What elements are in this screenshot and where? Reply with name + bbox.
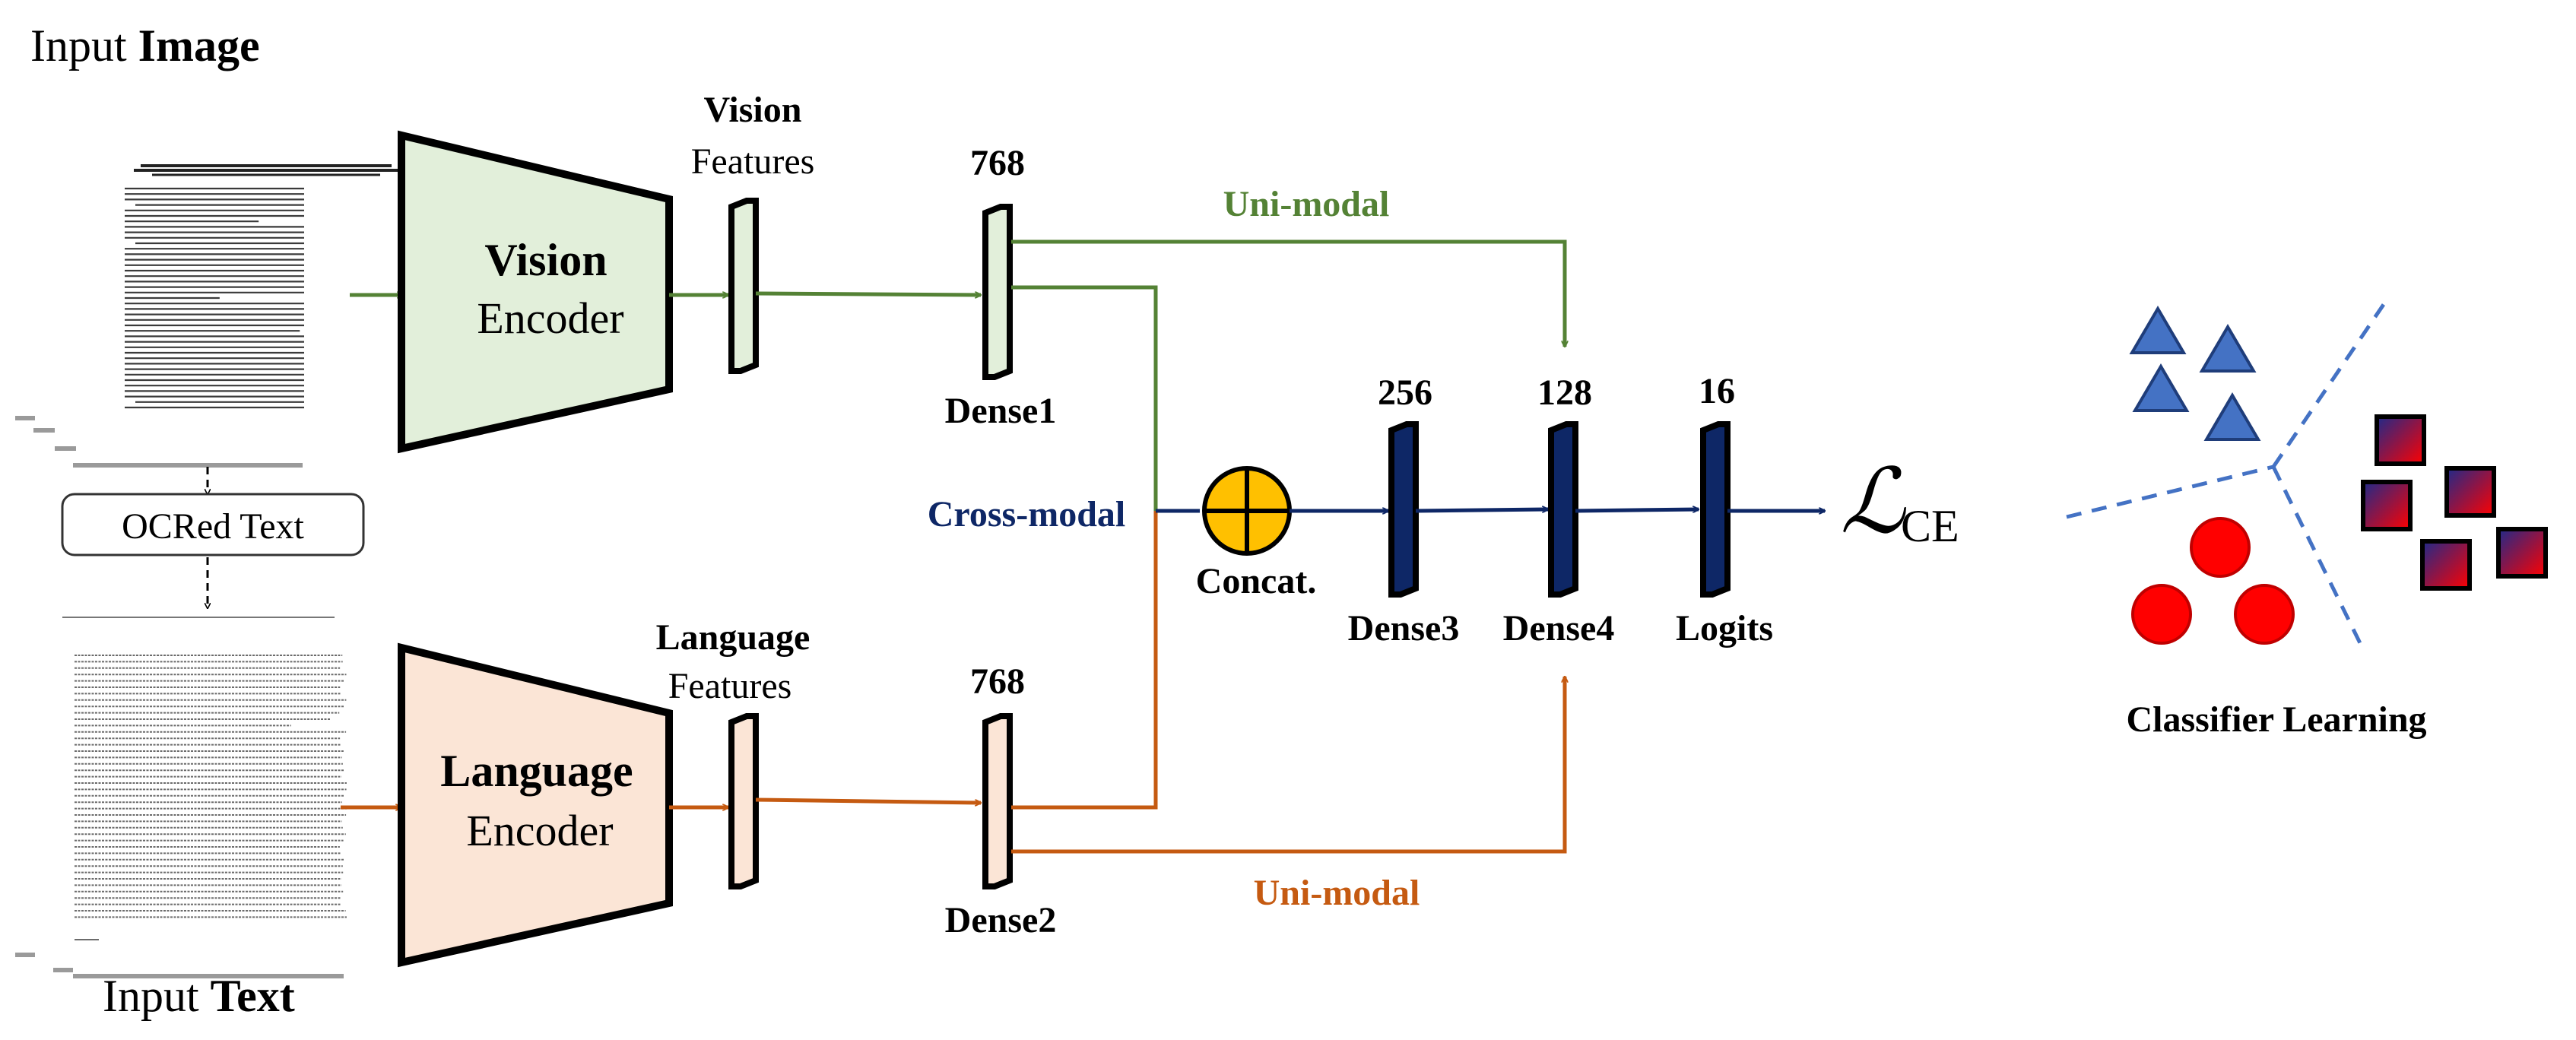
- dense1-layer: [982, 204, 1013, 380]
- vision-features-title: Vision: [704, 90, 802, 130]
- concat-operator: [1202, 466, 1292, 556]
- dense4-to-logits-arrow: [1575, 509, 1699, 511]
- input-document-image: [125, 164, 398, 409]
- triangle-icon: [2132, 363, 2190, 412]
- triangle-icon: [2129, 306, 2187, 354]
- dense2-label: Dense2: [945, 900, 1057, 940]
- triangle-icon: [2199, 324, 2257, 373]
- square-icon: [2420, 539, 2472, 591]
- circle-icon: [2190, 517, 2251, 578]
- dense1-to-concat-path: [1011, 285, 1158, 511]
- vision-features-subtitle: Features: [691, 141, 815, 182]
- dense2-layer: [982, 713, 1013, 889]
- vision-features-block: [728, 198, 759, 374]
- language-encoder: [398, 642, 673, 968]
- input-ocr-text-document: [62, 617, 347, 940]
- vision-encoder-title: Vision: [484, 235, 607, 285]
- language-encoder-subtitle: Encoder: [466, 806, 613, 855]
- input-image-title: Input Image: [30, 21, 260, 71]
- language-features-block: [728, 713, 759, 889]
- classifier-learning-label: Classifier Learning: [2126, 699, 2426, 740]
- dense3-size: 256: [1378, 373, 1432, 413]
- ocr-text-label: OCRed Text: [122, 506, 304, 547]
- dense1-size: 768: [970, 143, 1025, 183]
- uni-modal-vision-label: Uni-modal: [1223, 184, 1390, 224]
- text-edge-dashes: [15, 953, 73, 972]
- square-icon: [2361, 480, 2413, 531]
- input-text-title: Input Text: [103, 971, 295, 1021]
- circle-icon: [2234, 584, 2295, 645]
- dense3-label: Dense3: [1348, 608, 1460, 648]
- uni-modal-language-label: Uni-modal: [1254, 873, 1420, 913]
- dense1-label: Dense1: [945, 391, 1057, 431]
- logits-label: Logits: [1676, 608, 1773, 648]
- concat-label: Concat.: [1196, 561, 1317, 601]
- language-features-subtitle: Features: [668, 666, 792, 706]
- classifier-boundaries: [2066, 300, 2388, 648]
- logits-size: 16: [1699, 371, 1735, 411]
- dense4-layer: [1548, 421, 1578, 598]
- cross-modal-label: Cross-modal: [928, 494, 1125, 534]
- square-icon: [2375, 414, 2426, 466]
- document-edge-dashes: [15, 416, 76, 451]
- language-features-to-dense2-arrow: [755, 797, 981, 803]
- vision-features-to-dense1-arrow: [755, 293, 981, 295]
- square-icon: [2444, 466, 2496, 518]
- dense2-size: 768: [970, 661, 1025, 702]
- square-icon: [2496, 527, 2548, 579]
- class-squares: [2361, 414, 2548, 591]
- dense2-to-concat-path: [1011, 511, 1158, 810]
- circle-icon: [2131, 584, 2192, 645]
- uni-modal-language-path: [1011, 677, 1565, 854]
- vision-encoder-subtitle: Encoder: [477, 293, 623, 343]
- dense4-size: 128: [1537, 373, 1592, 413]
- dense3-layer: [1388, 421, 1419, 598]
- vision-encoder: [398, 130, 673, 454]
- loss-symbol: ℒ: [1840, 452, 1906, 552]
- uni-modal-vision-path: [1011, 239, 1565, 347]
- ocr-text-box: [61, 493, 365, 556]
- language-features-title: Language: [656, 617, 811, 658]
- triangle-icon: [2203, 392, 2261, 441]
- loss-subscript: CE: [1901, 501, 1959, 551]
- dense3-to-dense4-arrow: [1415, 509, 1548, 511]
- class-triangles: [2129, 306, 2261, 441]
- logits-layer: [1700, 421, 1731, 598]
- class-circles: [2131, 517, 2295, 645]
- language-encoder-title: Language: [440, 746, 633, 796]
- dense4-label: Dense4: [1503, 608, 1615, 648]
